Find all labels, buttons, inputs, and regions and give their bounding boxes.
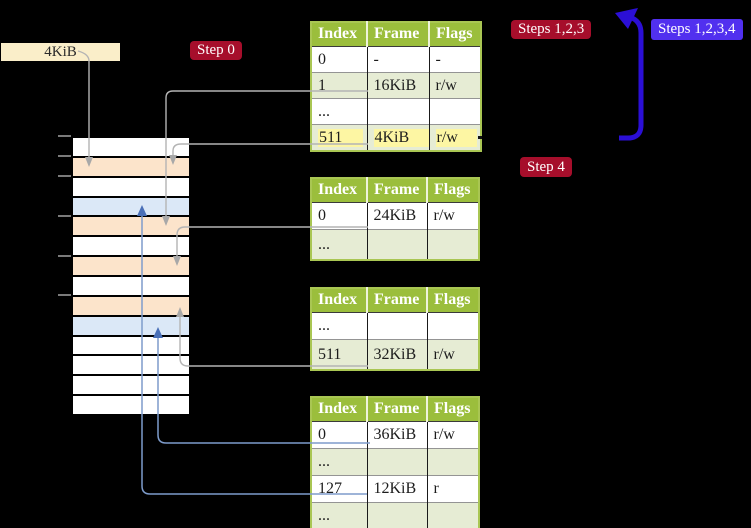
index-cell: 127 bbox=[311, 475, 367, 503]
highlighted-value: 511 bbox=[318, 128, 363, 147]
table-row: ... bbox=[311, 502, 479, 528]
memory-frame-row bbox=[73, 376, 189, 397]
memory-frame-row bbox=[73, 356, 189, 377]
frame-cell: 36KiB bbox=[366, 421, 427, 449]
page-table-level-1: Index Frame Flags 0 - - 1 16KiB r/w ... … bbox=[310, 21, 482, 152]
highlighted-value: 4KiB bbox=[373, 128, 429, 147]
index-cell: 0 bbox=[311, 46, 367, 73]
column-header: Flags bbox=[426, 178, 479, 203]
frame-size-label: 4KiB bbox=[1, 43, 120, 61]
flags-cell: r/w bbox=[426, 339, 479, 370]
steps-1-2-3-badge: Steps 1,2,3 bbox=[511, 20, 592, 39]
column-header: Flags bbox=[426, 288, 479, 313]
table-header-row: Index Frame Flags bbox=[311, 22, 481, 47]
table-row: 127 12KiB r bbox=[311, 475, 479, 503]
address-tick bbox=[58, 215, 71, 217]
address-tick bbox=[58, 255, 71, 257]
index-cell: 511 bbox=[311, 339, 367, 370]
index-cell: 1 bbox=[311, 72, 367, 99]
table-row: 0 - - bbox=[311, 46, 481, 73]
frame-cell bbox=[366, 448, 427, 476]
memory-frame-row bbox=[73, 277, 189, 297]
frame-cell: 32KiB bbox=[366, 339, 427, 370]
column-header: Index bbox=[311, 178, 367, 203]
flags-cell: r/w bbox=[426, 202, 479, 230]
table-row: 1 16KiB r/w bbox=[311, 72, 481, 99]
flags-cell bbox=[426, 312, 479, 340]
frame-cell: 4KiB bbox=[366, 124, 429, 151]
table-row: ... bbox=[311, 229, 479, 260]
index-cell: 511 bbox=[311, 124, 367, 151]
table-row-highlighted: 511 4KiB r/w bbox=[311, 124, 481, 151]
frame-cell: 24KiB bbox=[366, 202, 427, 230]
memory-frame-row bbox=[73, 396, 189, 415]
memory-frame-row bbox=[73, 177, 189, 198]
table-row: ... bbox=[311, 448, 479, 476]
table-row: ... bbox=[311, 98, 481, 125]
address-tick bbox=[58, 175, 71, 177]
flags-cell bbox=[428, 98, 481, 125]
memory-frame-row bbox=[73, 138, 189, 158]
flags-cell: r/w bbox=[428, 72, 481, 99]
step-0-badge: Step 0 bbox=[190, 41, 242, 60]
frame-cell bbox=[366, 312, 427, 340]
frame-cell: 16KiB bbox=[366, 72, 429, 99]
frame-cell bbox=[366, 229, 427, 260]
column-header: Frame bbox=[366, 178, 427, 203]
page-table-level-2: Index Frame Flags 0 24KiB r/w ... bbox=[310, 177, 480, 261]
highlighted-value: r/w bbox=[435, 128, 477, 147]
column-header: Index bbox=[311, 288, 367, 313]
table-row: 0 24KiB r/w bbox=[311, 202, 479, 230]
page-table-level-4: Index Frame Flags 0 36KiB r/w ... 127 12… bbox=[310, 396, 480, 528]
memory-frame-row bbox=[73, 336, 189, 357]
frame-cell bbox=[366, 98, 429, 125]
page-table-level-3: Index Frame Flags ... 511 32KiB r/w bbox=[310, 287, 480, 371]
table-header-row: Index Frame Flags bbox=[311, 288, 479, 313]
flags-cell bbox=[426, 229, 479, 260]
memory-frame-row bbox=[73, 296, 189, 317]
index-cell: ... bbox=[311, 448, 367, 476]
step-4-badge: Step 4 bbox=[520, 157, 572, 177]
index-cell: 0 bbox=[311, 202, 367, 230]
table-header-row: Index Frame Flags bbox=[311, 178, 479, 203]
table-row: 511 32KiB r/w bbox=[311, 339, 479, 370]
memory-frame-row bbox=[73, 237, 189, 258]
address-tick bbox=[58, 155, 71, 157]
address-tick bbox=[58, 294, 71, 296]
memory-frame-row bbox=[73, 217, 189, 238]
table-row: ... bbox=[311, 312, 479, 340]
table-row: 0 36KiB r/w bbox=[311, 421, 479, 449]
column-header: Flags bbox=[426, 397, 479, 422]
index-cell: ... bbox=[311, 229, 367, 260]
frame-cell: 12KiB bbox=[366, 475, 427, 503]
memory-frame-row bbox=[73, 316, 189, 337]
index-cell: ... bbox=[311, 502, 367, 528]
flags-cell: r/w bbox=[428, 124, 481, 151]
column-header: Frame bbox=[366, 397, 427, 422]
address-tick bbox=[58, 135, 71, 137]
flags-cell: - bbox=[428, 46, 481, 73]
index-cell: 0 bbox=[311, 421, 367, 449]
big-loop-arrow bbox=[619, 15, 644, 141]
frame-cell: - bbox=[366, 46, 429, 73]
table-header-row: Index Frame Flags bbox=[311, 397, 479, 422]
index-cell: ... bbox=[311, 312, 367, 340]
physical-memory-column bbox=[71, 136, 191, 416]
column-header: Frame bbox=[366, 22, 429, 47]
memory-frame-row bbox=[73, 257, 189, 278]
frame-cell bbox=[366, 502, 427, 528]
column-header: Flags bbox=[428, 22, 481, 47]
column-header: Index bbox=[311, 397, 367, 422]
flags-cell bbox=[426, 502, 479, 528]
steps-1-2-3-4-badge: Steps 1,2,3,4 bbox=[651, 19, 743, 40]
flags-cell bbox=[426, 448, 479, 476]
arrowhead-up-left-icon bbox=[615, 8, 638, 29]
flags-cell: r/w bbox=[426, 421, 479, 449]
column-header: Frame bbox=[366, 288, 427, 313]
flags-cell: r bbox=[426, 475, 479, 503]
memory-frame-row bbox=[73, 197, 189, 218]
index-cell: ... bbox=[311, 98, 367, 125]
memory-frame-row bbox=[73, 157, 189, 178]
column-header: Index bbox=[311, 22, 367, 47]
